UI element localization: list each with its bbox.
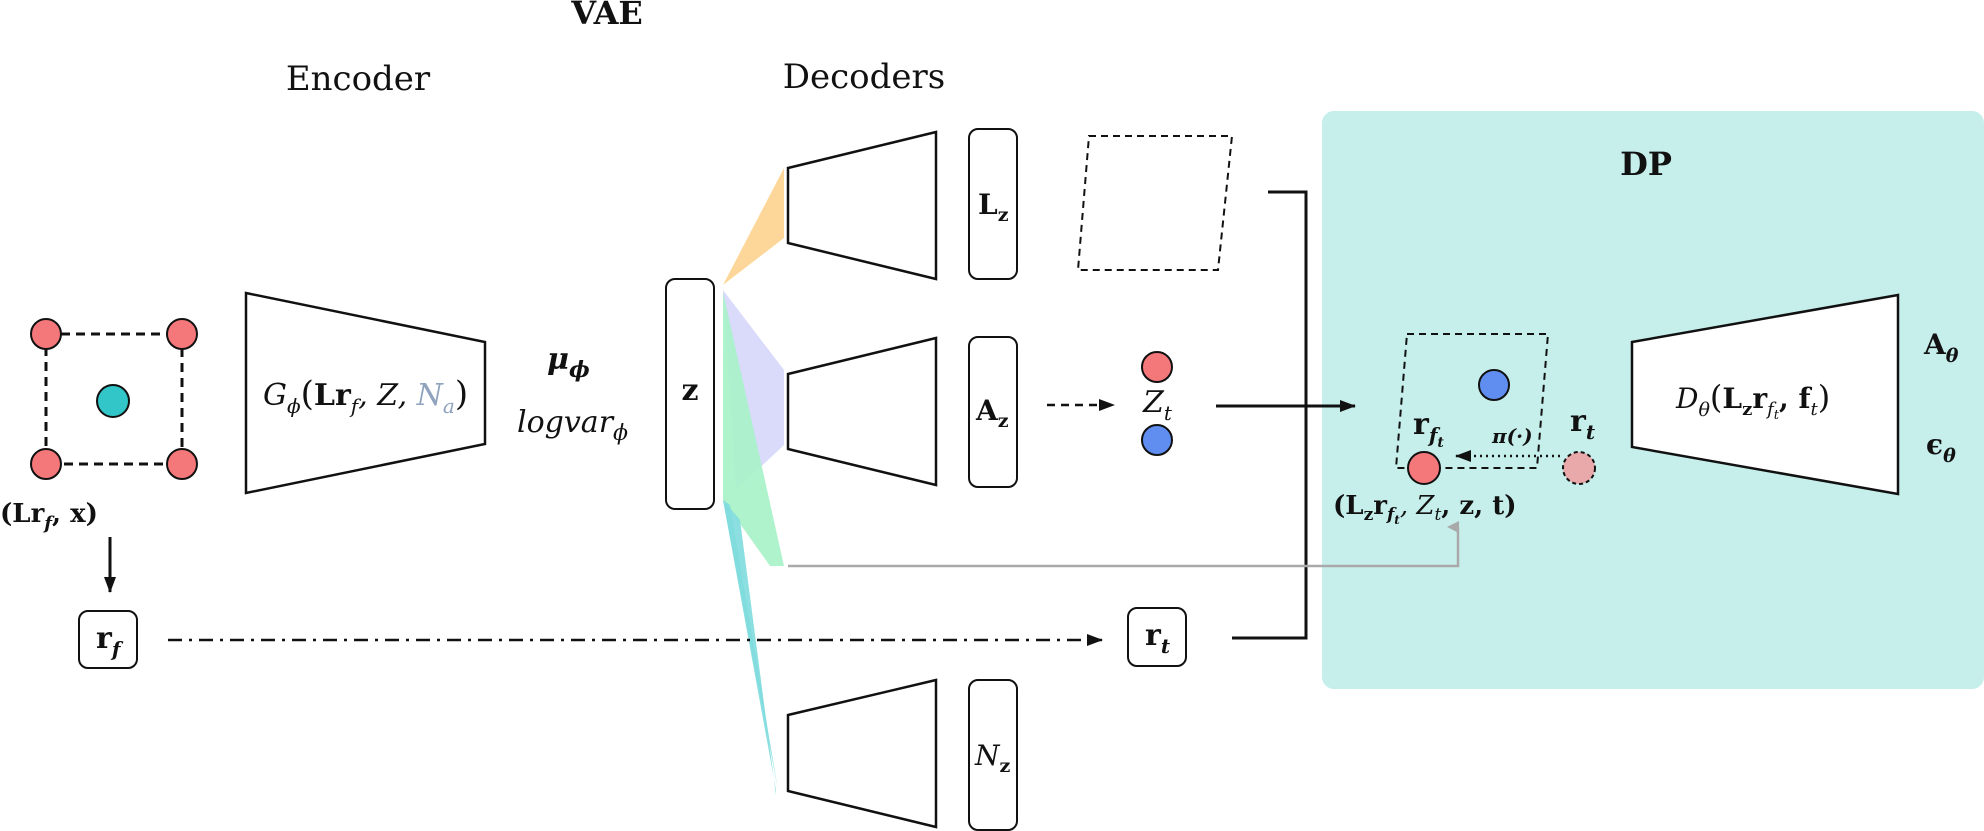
az-box-label: Az: [975, 394, 1009, 432]
input-label: (Lrf, x): [0, 499, 98, 534]
dp-rt-label: rt: [1570, 404, 1596, 444]
rt-box-label: rt: [1145, 618, 1171, 658]
dp-output-eps: ϵθ: [1926, 428, 1956, 467]
pi-label: π(·): [1491, 424, 1533, 448]
zt-node-red: [1141, 351, 1173, 383]
decoders-title: Decoders: [783, 57, 945, 97]
dp-lattice: [1394, 333, 1550, 469]
gray-conditioning-arrow: [788, 521, 1460, 568]
encoder-title: Encoder: [286, 59, 431, 99]
input-node-teal: [96, 384, 130, 418]
az-box: [968, 336, 1018, 488]
lz-box-label: Lz: [978, 188, 1009, 226]
dp-node-faded: [1562, 451, 1596, 485]
dp-decoder-trapezoid: [1630, 293, 1900, 496]
encoder-trapezoid: [244, 291, 487, 495]
fan-cyan-body: [723, 500, 778, 790]
vae-title: VAE: [570, 0, 643, 32]
logvar-label: logvarϕ: [517, 405, 628, 446]
mu-label: μϕ: [547, 342, 590, 383]
fan-green: [723, 292, 784, 566]
dp-output-a: Aθ: [1923, 328, 1959, 367]
z-box-label: z: [681, 373, 698, 408]
input-graph: [30, 318, 198, 480]
zt-label: Zt: [1142, 385, 1173, 425]
input-node-red: [166, 448, 198, 480]
nz-box-label: Nz: [974, 739, 1011, 777]
lattice-parallelogram: [1076, 135, 1234, 271]
nz-box: [968, 679, 1018, 831]
dp-title: DP: [1620, 145, 1672, 183]
rf-box-label: rf: [96, 621, 124, 661]
dp-node-red: [1407, 451, 1441, 485]
decoder-lz-trapezoid: [786, 130, 938, 281]
zt-node-blue: [1141, 424, 1173, 456]
fan-orange: [723, 168, 784, 285]
dp-decoder-function: Dθ(Lzrft, ft): [1675, 378, 1830, 423]
input-node-red: [30, 318, 62, 350]
bracket-connector: [1232, 190, 1308, 640]
rf-box: [78, 610, 138, 669]
rt-box: [1127, 607, 1187, 667]
lz-box: [968, 128, 1018, 280]
decoder-az-trapezoid: [786, 336, 938, 487]
input-node-red: [166, 318, 198, 350]
dp-rft-label: rft: [1413, 407, 1444, 451]
dp-condition-label: (Lzrft, Zt, z, t): [1333, 491, 1517, 527]
decoder-nz-trapezoid: [786, 678, 938, 829]
encoder-function: Gϕ(Lrf, Z, Na): [263, 374, 468, 418]
dp-node-blue: [1478, 369, 1510, 401]
z-box: [665, 278, 715, 510]
input-node-red: [30, 448, 62, 480]
